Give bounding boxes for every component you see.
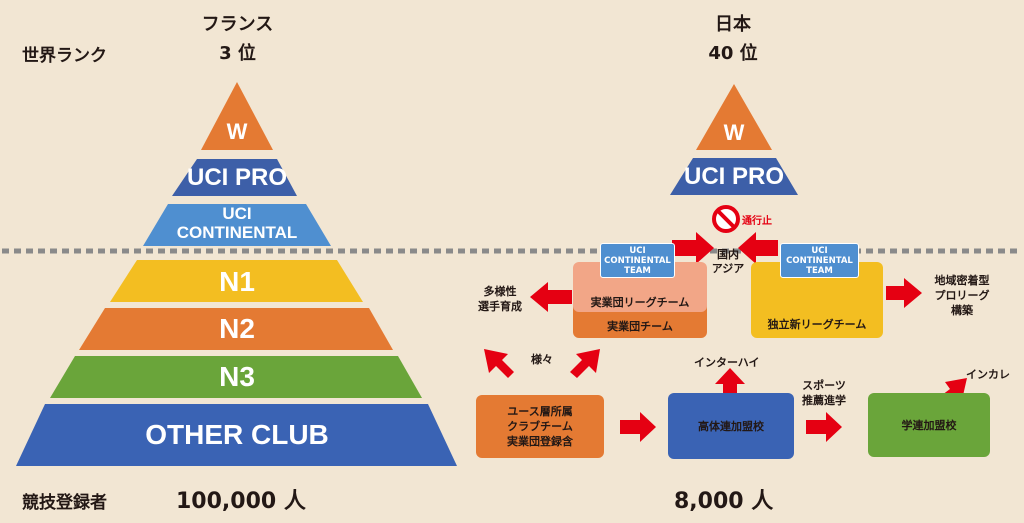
rank-label: 世界ランク <box>22 46 107 66</box>
youth-line1: ユース層所属 <box>507 405 573 418</box>
right-rank: 40 位 <box>708 43 758 64</box>
interhigh-label: インターハイ <box>694 356 760 369</box>
regional-line1: 地域密着型 <box>934 274 990 287</box>
right-w-label: W <box>723 120 745 145</box>
regional-line2: プロリーグ <box>934 289 990 302</box>
left-continental-label: CONTINENTAL <box>176 223 298 242</box>
arrow-highschool-up <box>715 368 745 395</box>
arrow-youth-up-left <box>484 349 514 378</box>
indep-league-label: 独立新リーグチーム <box>767 318 867 331</box>
highschool-box: 高体連加盟校 <box>668 393 794 459</box>
left-n3-label: N3 <box>219 361 255 392</box>
uci-team-right-box: UCI CONTINENTAL TEAM <box>780 243 859 278</box>
sports-line2: 推薦進学 <box>802 394 846 407</box>
uci-team-left-line1: UCI <box>629 245 646 256</box>
corp-team-label: 実業団チーム <box>607 320 673 333</box>
various-label: 様々 <box>531 353 553 366</box>
left-tier-uci-continental <box>143 204 331 246</box>
arrow-corp-to-diversity <box>530 282 572 312</box>
highschool-label: 高体連加盟校 <box>698 419 764 433</box>
left-rank: 3 位 <box>219 43 256 64</box>
uci-team-right-line1: UCI <box>811 245 828 256</box>
youth-line2: クラブチーム <box>507 420 573 433</box>
left-tier-uci-pro <box>172 159 297 196</box>
sports-line1: スポーツ <box>802 379 846 392</box>
uci-team-left-box: UCI CONTINENTAL TEAM <box>600 243 675 278</box>
arrow-left-team-to-domestic <box>672 232 714 264</box>
no-entry-icon <box>712 205 740 233</box>
arrow-youth-up-right <box>570 349 600 378</box>
university-label: 学連加盟校 <box>901 418 957 432</box>
left-uci-pro-label: UCI PRO <box>186 164 287 191</box>
left-tier-n3 <box>50 356 422 398</box>
uci-team-left-line3: TEAM <box>624 265 651 276</box>
left-other-club-label: OTHER CLUB <box>145 419 329 450</box>
university-box: 学連加盟校 <box>868 393 990 457</box>
left-count: 100,000 人 <box>176 489 306 514</box>
left-country: フランス <box>201 14 274 35</box>
right-tier-w <box>696 84 772 150</box>
youth-line3: 実業団登録含 <box>507 435 573 448</box>
uci-team-left-line2: CONTINENTAL <box>604 255 671 266</box>
uci-team-right-line3: TEAM <box>806 265 833 276</box>
intercollege-label: インカレ <box>966 368 1010 381</box>
right-tier-uci-pro <box>670 158 798 195</box>
asia-label: アジア <box>711 262 745 275</box>
right-count: 8,000 人 <box>674 489 774 514</box>
diversity-line2: 選手育成 <box>478 300 522 313</box>
corp-league-label: 実業団リーグチーム <box>590 296 690 309</box>
right-uci-pro-label: UCI PRO <box>683 163 784 190</box>
no-entry-label: 通行止 <box>742 216 772 227</box>
left-tier-n1 <box>110 260 363 302</box>
uci-team-right-line2: CONTINENTAL <box>786 255 853 266</box>
left-tier-w <box>201 82 273 150</box>
left-n2-label: N2 <box>219 313 255 344</box>
regional-line3: 構築 <box>951 304 973 317</box>
left-n1-label: N1 <box>219 266 255 297</box>
left-uci-label: UCI <box>222 204 252 223</box>
arrow-right-team-to-domestic <box>738 232 778 264</box>
diversity-line1: 多様性 <box>483 285 517 298</box>
youth-box: ユース層所属 クラブチーム 実業団登録含 <box>476 395 604 458</box>
arrow-indep-to-regional <box>886 278 922 308</box>
left-w-label: W <box>226 119 248 144</box>
arrow-highschool-to-university <box>806 412 842 442</box>
left-tier-n2 <box>79 308 393 350</box>
registered-label: 競技登録者 <box>22 493 107 513</box>
domestic-label: 国内 <box>717 248 739 261</box>
right-country: 日本 <box>715 14 751 35</box>
left-tier-other-club <box>16 404 457 466</box>
arrow-youth-to-highschool <box>620 412 656 442</box>
